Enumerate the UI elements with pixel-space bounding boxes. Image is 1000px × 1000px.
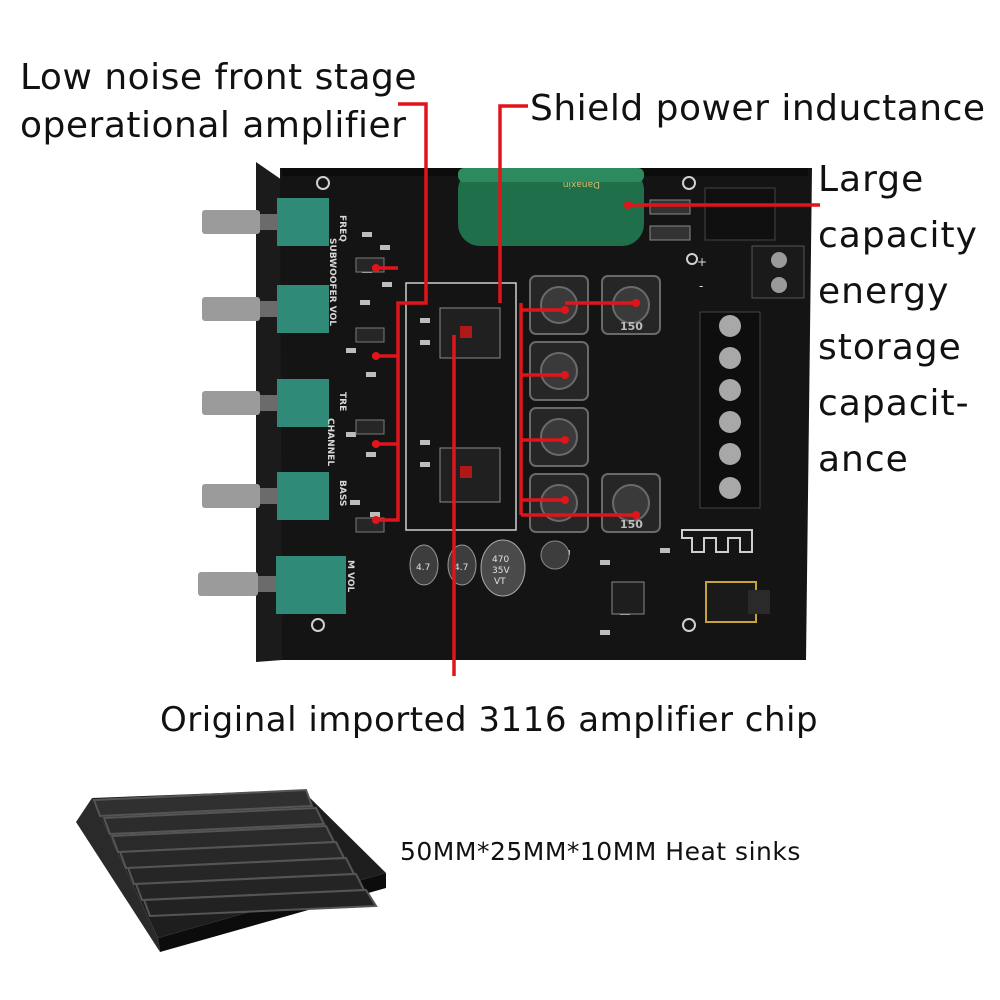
bluetooth-chip: [611, 581, 645, 615]
mounting-holes: [311, 176, 698, 632]
capacitor-callout-line-1: Large: [818, 159, 925, 200]
knob-label-tre: TRE: [337, 392, 347, 411]
svg-text:35V: 35V: [492, 566, 510, 576]
knob-label-subwoofer: SUBWOOFER VOL: [327, 238, 337, 326]
op-amp-callout-line-1: Low noise front stage: [20, 57, 418, 98]
knob-labels: FREQ SUBWOOFER VOL TRE CHANNEL BASS M VO…: [325, 215, 355, 593]
capacitor-callout-line-3: energy: [818, 271, 950, 312]
amplifier-chips: [439, 307, 501, 503]
heat-sink-caption: 50MM*25MM*10MM Heat sinks: [400, 837, 801, 866]
speaker-terminals: [699, 311, 761, 509]
capacitor-callout-line-2: capacity: [818, 215, 978, 256]
svg-text:470: 470: [492, 555, 509, 565]
op-amp-callout: Low noise front stage operational amplif…: [20, 54, 417, 150]
op-amp-callout-line-2: operational amplifier: [20, 105, 407, 146]
front-panel: [256, 162, 282, 662]
amplifier-board-photo: FREQ SUBWOOFER VOL TRE CHANNEL BASS M VO…: [198, 102, 820, 676]
knob-label-channel: CHANNEL: [325, 418, 335, 466]
potentiometer-knobs: [198, 198, 346, 614]
large-capacitor: Danaxin: [458, 168, 644, 246]
heat-sink-fins: [92, 788, 378, 918]
svg-text:VT: VT: [494, 577, 506, 587]
svg-text:-: -: [699, 279, 703, 293]
capacitor-callout-line-5: capacit-: [818, 383, 970, 424]
svg-text:150: 150: [620, 518, 643, 531]
capacitor-callout-line-4: storage: [818, 327, 962, 368]
knob-label-bass: BASS: [337, 480, 347, 506]
svg-text:Danaxin: Danaxin: [563, 179, 600, 189]
svg-text:4.7: 4.7: [416, 563, 430, 573]
capacitor-callout-line-6: ance: [818, 439, 909, 480]
shield-inductance-callout: Shield power inductance: [530, 88, 986, 129]
knob-label-freq: FREQ: [337, 215, 347, 242]
capacitor-callout: Large capacity energy storage capacit- a…: [818, 152, 978, 488]
antenna-trace: [681, 529, 753, 553]
audio-jack: [705, 581, 770, 623]
svg-text:150: 150: [620, 320, 643, 333]
svg-text:+: +: [697, 255, 707, 269]
amplifier-chip-callout: Original imported 3116 amplifier chip: [160, 700, 819, 740]
svg-text:4.7: 4.7: [454, 563, 468, 573]
knob-label-mvol: M VOL: [345, 560, 355, 593]
small-capacitors: [409, 539, 570, 597]
chip-area-outline: [405, 282, 517, 531]
callout-lines: [372, 102, 820, 676]
power-input-terminal: + -: [697, 187, 805, 299]
shielded-inductors: [529, 275, 661, 533]
